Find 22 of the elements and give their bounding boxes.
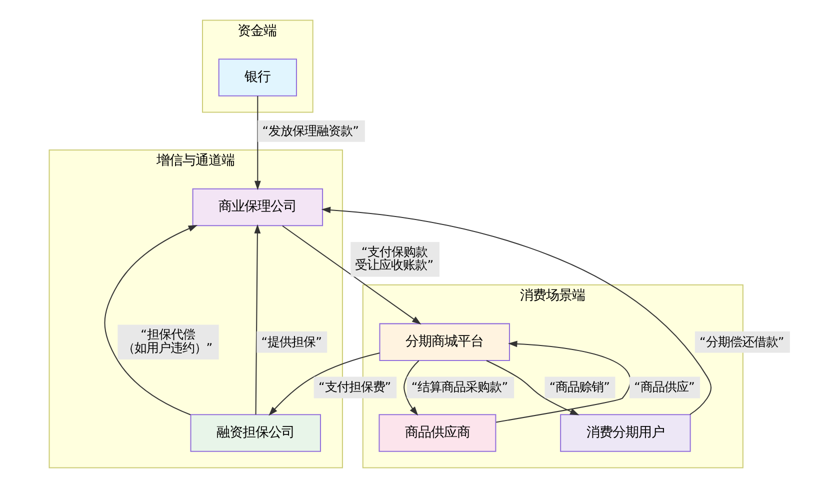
arrow [104,225,198,416]
arrow [404,360,420,416]
arrow [268,352,380,416]
arrow [496,340,631,423]
edge-label: “提供担保” [261,334,322,349]
arrow [254,96,261,190]
edge-label: “结算商品采购款” [411,380,508,394]
arrow [486,360,580,416]
node-box: 商业保理公司 [192,188,324,226]
node-box: 融资担保公司 [190,414,321,452]
node-box: 商品供应商 [378,414,496,452]
node-box: 分期商城平台 [379,323,510,361]
node-box: 银行 [218,58,297,96]
edge-label: “支付保购款受让应收账款” [355,244,434,272]
edge-label: “商品赊销” [549,380,610,394]
edge-label: “发放保理融资款” [262,124,359,138]
edge-label: “担保代偿（如用户违约）” [122,328,213,355]
arrow [282,225,422,324]
arrow [321,206,712,415]
edge-label: “商品供应” [634,380,695,394]
arrow [254,224,261,414]
node-box: 消费分期用户 [560,414,691,452]
